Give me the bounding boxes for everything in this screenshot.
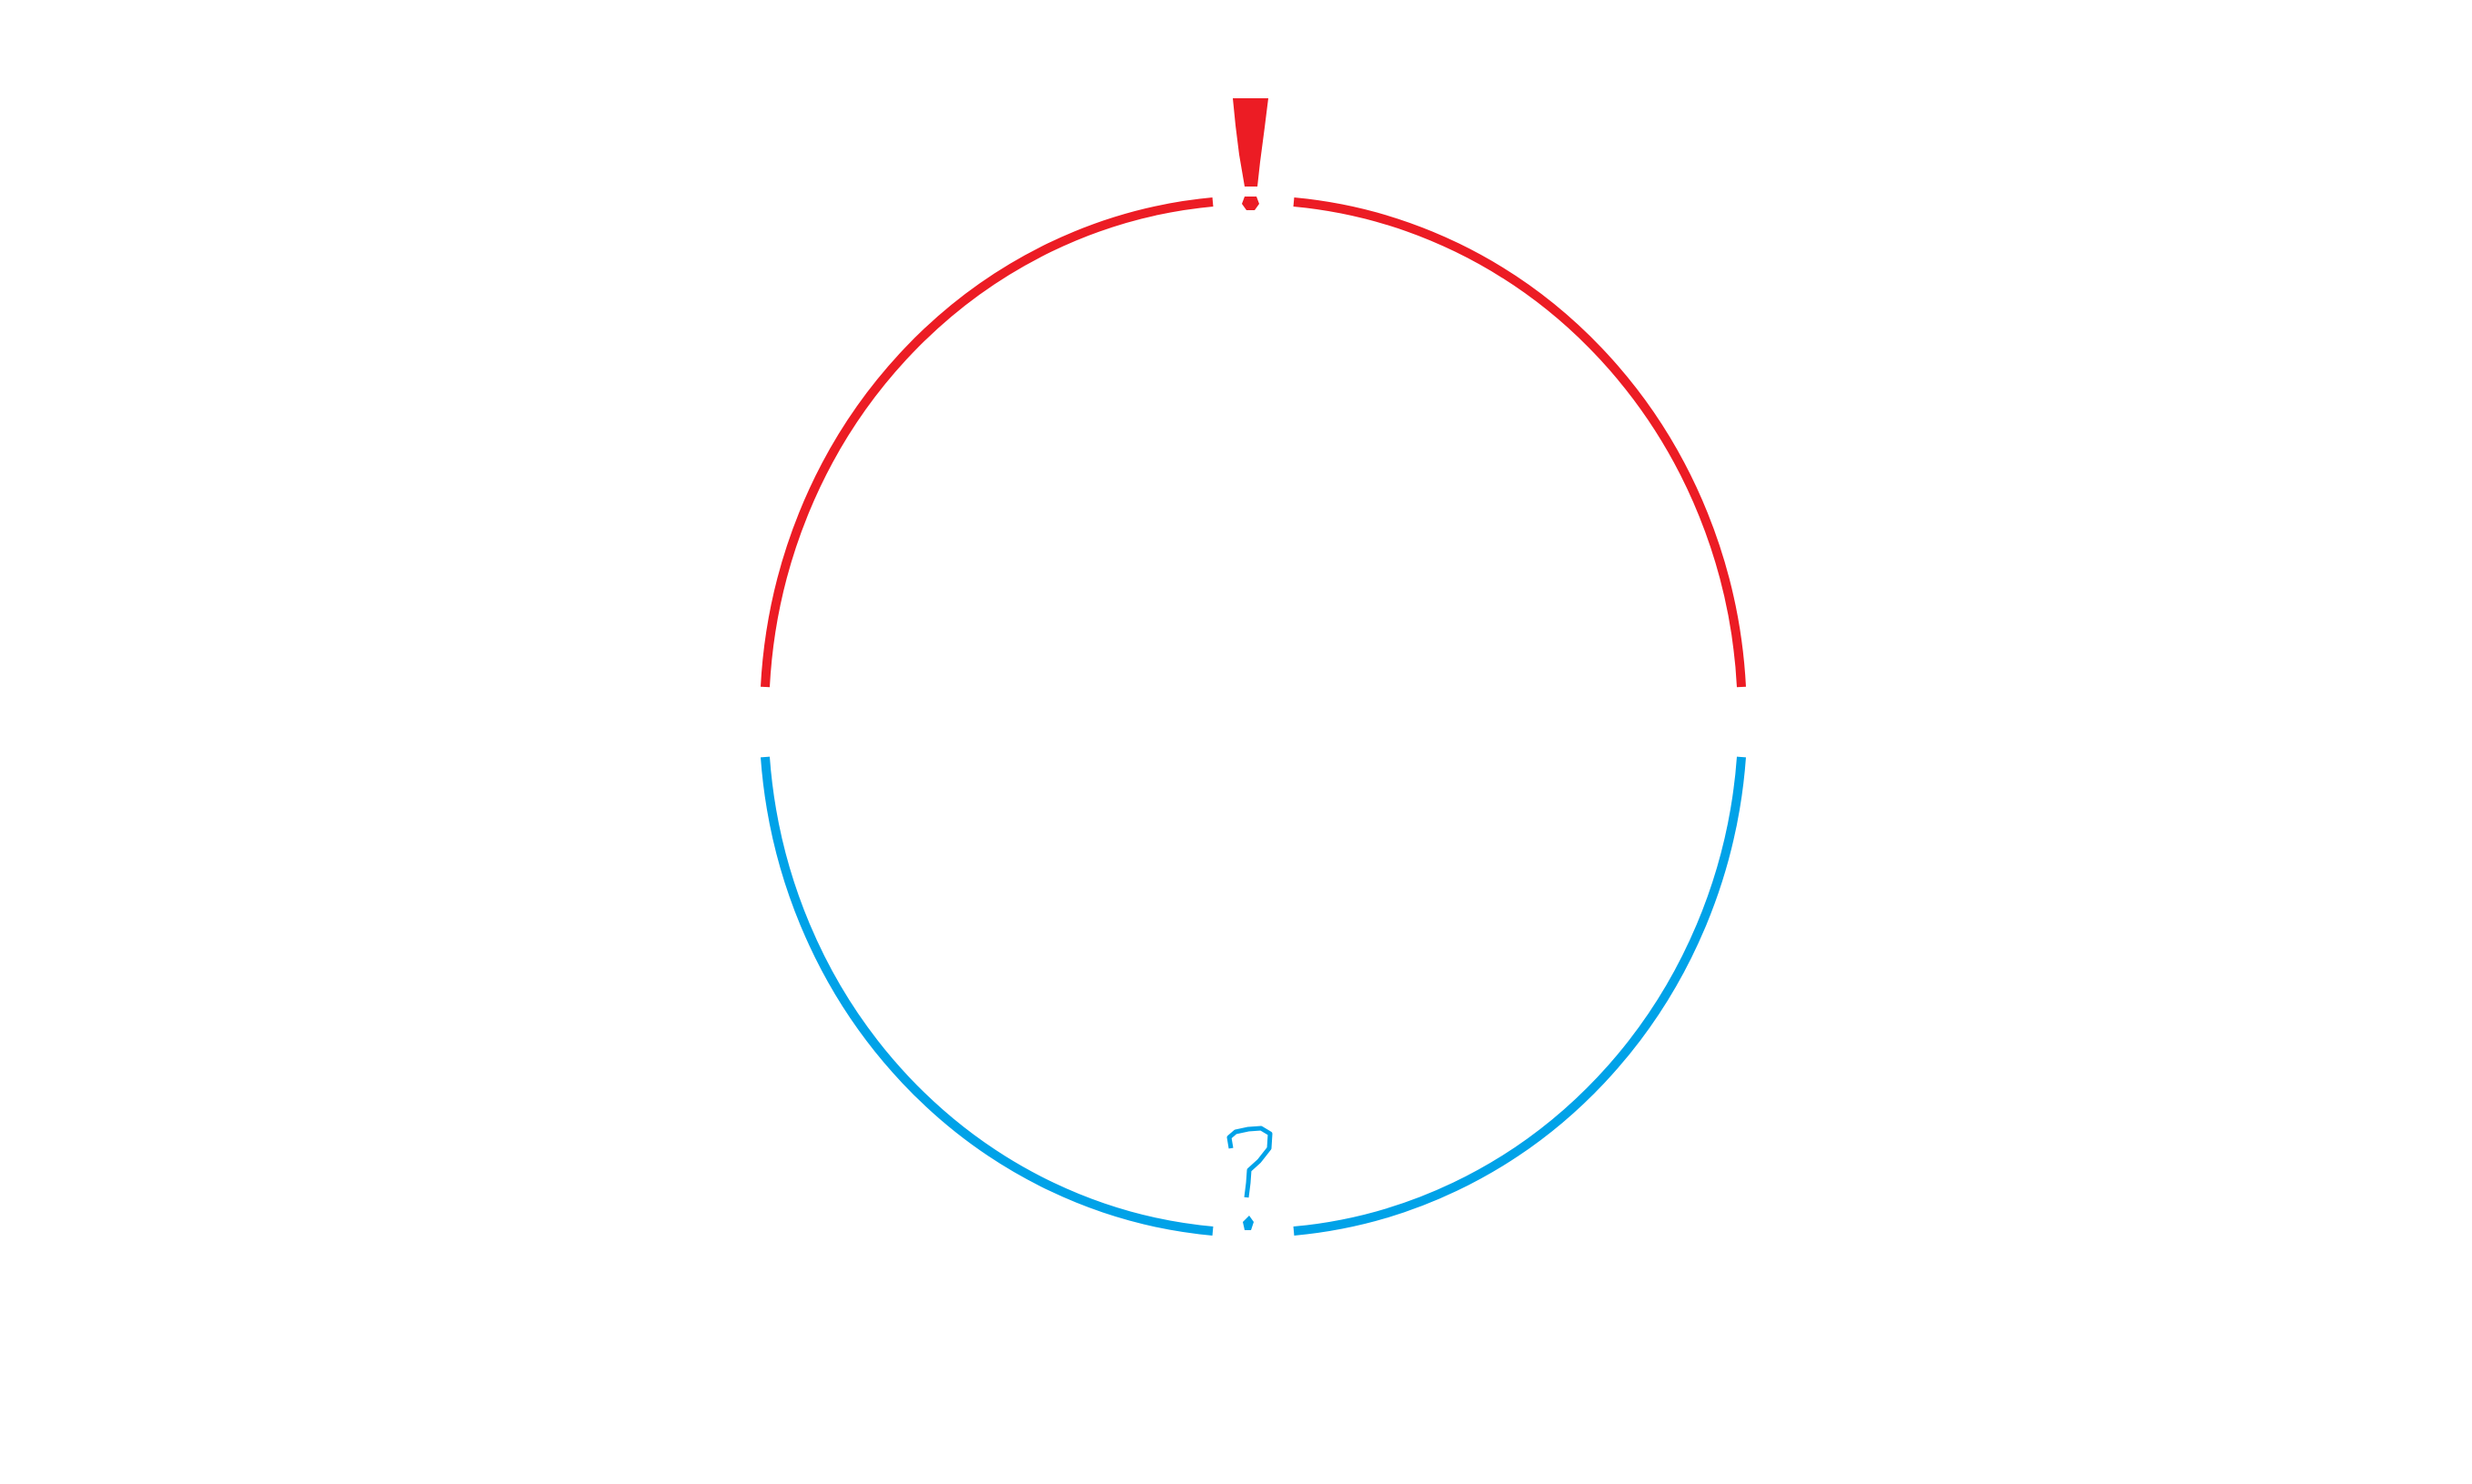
bottom-half bbox=[761, 756, 1746, 1236]
top-half bbox=[761, 98, 1746, 688]
exclamation-bar bbox=[1233, 98, 1268, 187]
top-left-arc bbox=[761, 197, 1214, 688]
top-right-arc bbox=[1293, 197, 1746, 688]
exclamation-dot bbox=[1242, 197, 1259, 210]
bottom-left-arc bbox=[761, 756, 1214, 1236]
question-mark-icon bbox=[1226, 1126, 1273, 1230]
bottom-right-arc bbox=[1293, 756, 1746, 1236]
exclamation-mark-icon bbox=[1233, 98, 1268, 210]
question-hook bbox=[1226, 1126, 1273, 1198]
question-dot bbox=[1243, 1216, 1254, 1230]
